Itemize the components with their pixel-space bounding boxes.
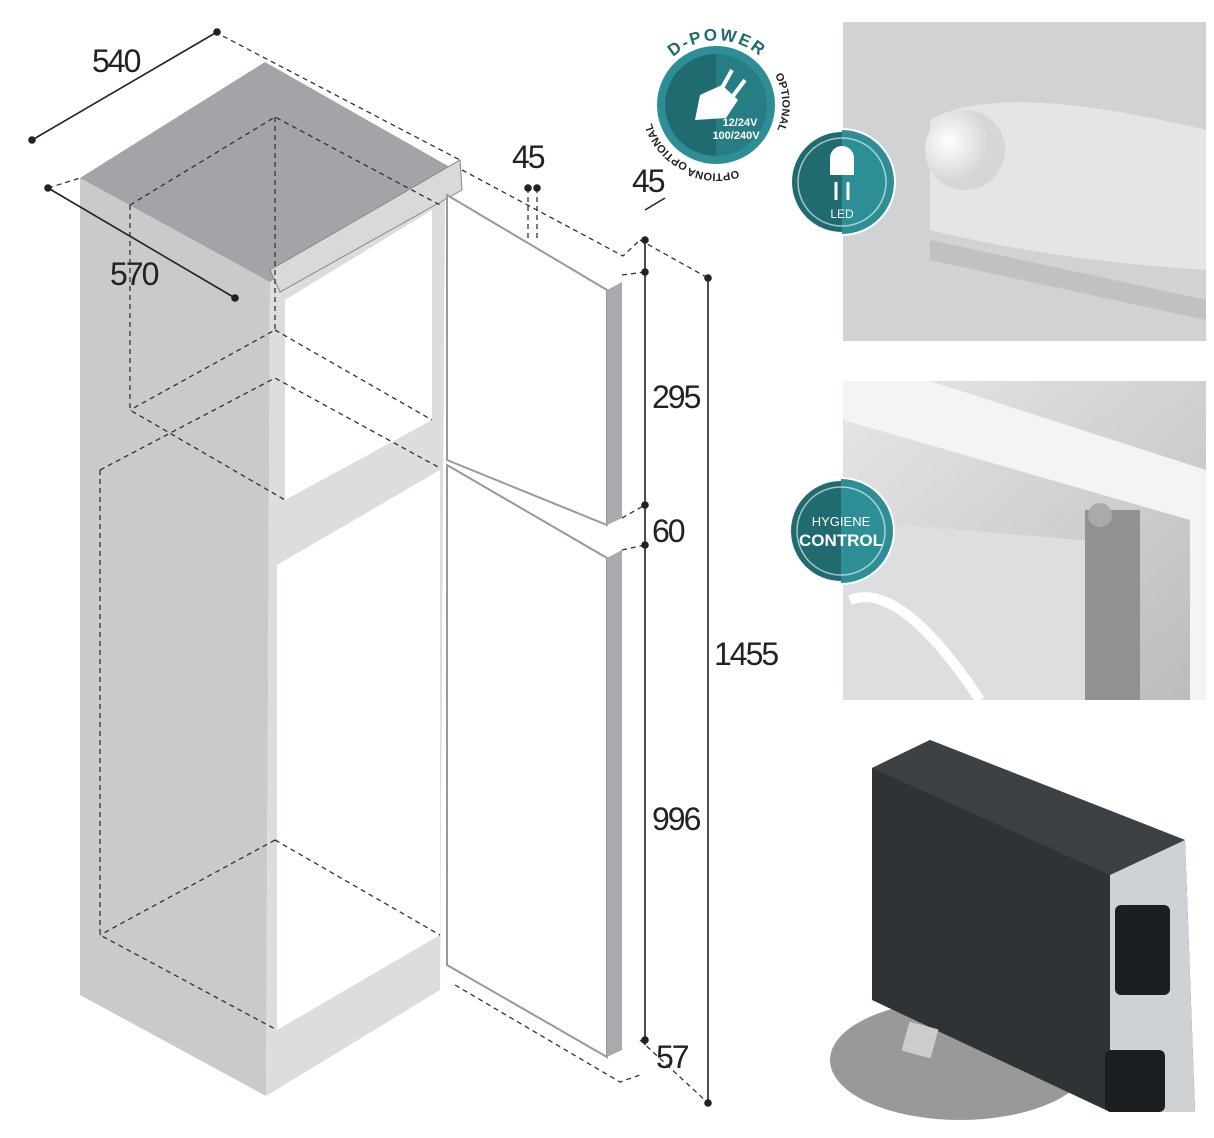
led-label: LED <box>830 207 854 221</box>
dim-depth: 570 <box>110 256 159 292</box>
control-label: CONTROL <box>799 531 883 550</box>
dim-top-offset: 45 <box>632 163 665 199</box>
power-module-photo <box>830 735 1206 1120</box>
dim-freezer-door: 295 <box>652 379 701 415</box>
fridge-door-edge <box>607 550 622 1057</box>
freezer-opening <box>285 210 432 500</box>
fridge-opening <box>277 470 440 1030</box>
dim-fridge-door: 996 <box>652 801 701 837</box>
fridge-door <box>446 463 608 1059</box>
dim-bottom-offset: 57 <box>656 1039 689 1075</box>
dim-door-gap: 60 <box>652 513 685 549</box>
led-photo <box>843 22 1206 341</box>
cabinet-side <box>80 178 270 1096</box>
hygiene-seal-photo <box>843 381 1206 703</box>
freezer-door <box>446 193 608 527</box>
dim-total-height: 1455 <box>714 636 778 672</box>
dpower-voltage-ac: 100/240V <box>712 130 760 142</box>
cabinet-top <box>80 62 455 282</box>
led-badge: LED <box>788 128 896 236</box>
hygiene-control-badge: HYGIENE CONTROL <box>787 477 895 585</box>
doors <box>446 193 622 1059</box>
top-trim <box>269 159 463 293</box>
plug-icon <box>695 85 738 120</box>
dimension-lines <box>28 28 712 1107</box>
dim-door-thickness: 45 <box>512 139 545 175</box>
freezer-door-edge <box>607 282 622 525</box>
dpower-voltage-dc: 12/24V <box>723 117 759 129</box>
hygiene-label: HYGIENE <box>812 514 871 529</box>
hidden-lines <box>47 31 709 1104</box>
light-bulb-icon <box>830 146 854 200</box>
dim-width: 540 <box>92 43 141 79</box>
cabinet <box>80 62 463 1096</box>
